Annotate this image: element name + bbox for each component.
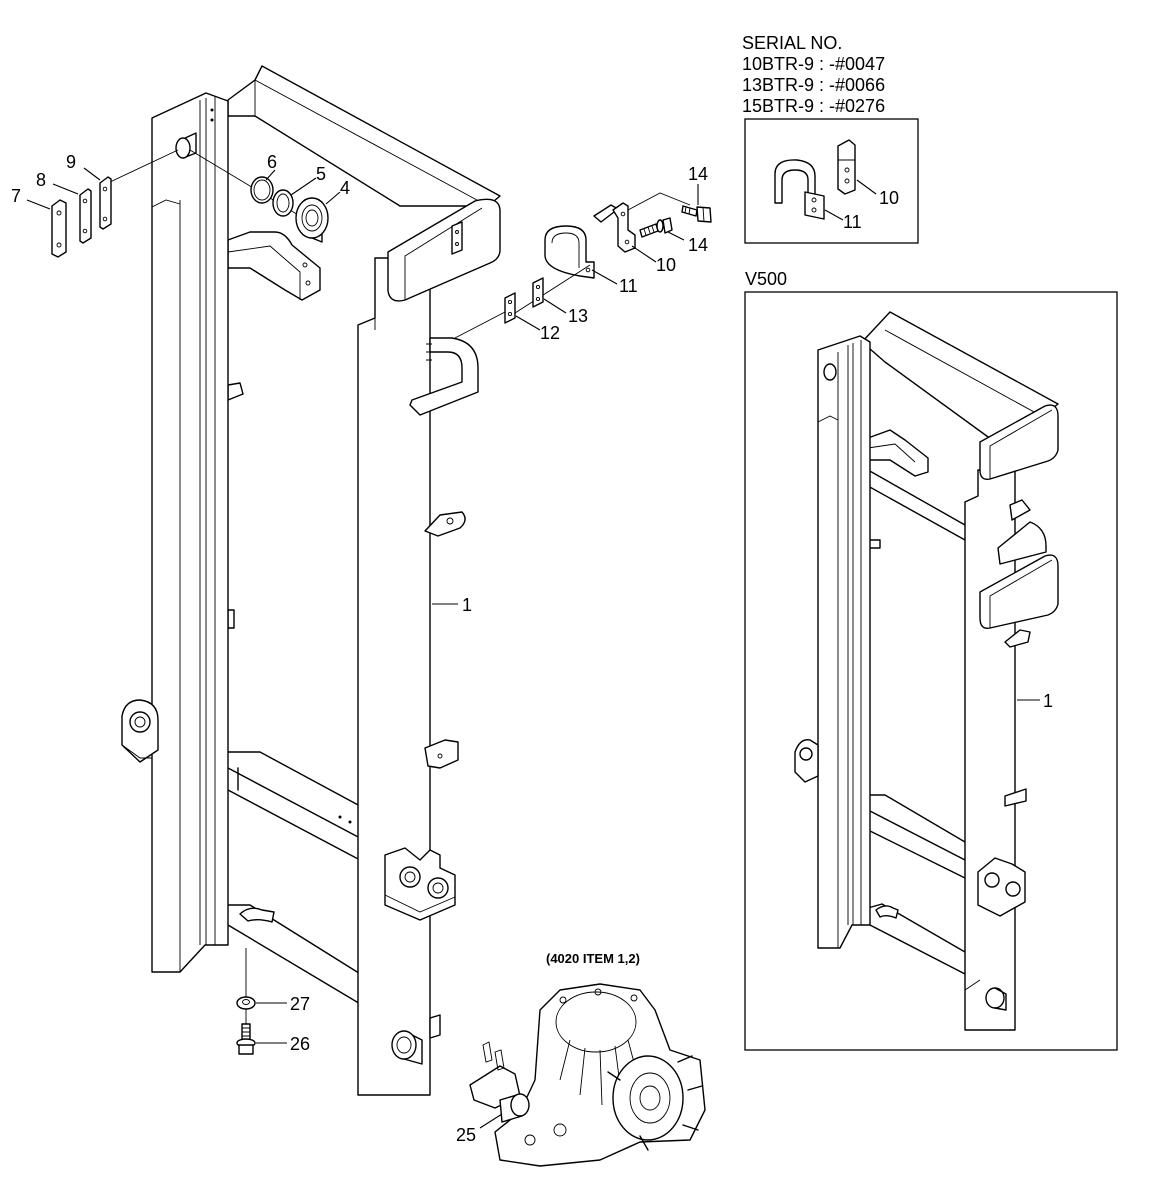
mast-inner-frames [227, 231, 363, 1006]
mast-left-upright [151, 92, 229, 973]
part-plate-7 [51, 199, 67, 258]
callout-11: 11 [619, 276, 638, 296]
main-mast-assembly [121, 65, 501, 1096]
mast-right-upright [357, 257, 431, 1096]
callout-27: 27 [290, 994, 310, 1014]
mast-plate-lower [424, 739, 459, 769]
callout-5: 5 [316, 164, 326, 184]
part-bushing-25 [499, 1093, 530, 1123]
callout-4: 4 [340, 178, 350, 198]
callout-26: 26 [290, 1034, 310, 1054]
serial-block: SERIAL NO. 10BTR-9 : -#0047 13BTR-9 : -#… [742, 33, 885, 116]
part-clamp [544, 225, 595, 279]
v500-inner-structure [867, 429, 966, 975]
part-bearing [295, 197, 329, 243]
mast-top-pad [387, 198, 501, 302]
mast-side-bracket [409, 337, 479, 416]
serial-title: SERIAL NO. [742, 33, 842, 53]
part-bolt-lower [639, 217, 673, 238]
part-plate-8 [79, 188, 92, 244]
v500-panel: V500 [744, 269, 1118, 1051]
mast-plate-upper [424, 511, 466, 537]
serial-line-3: 15BTR-9 : -#0276 [742, 96, 885, 116]
part-plate-12 [504, 292, 516, 324]
v500-label: V500 [745, 269, 787, 289]
part-bracket [612, 202, 636, 253]
reference-note: (4020 ITEM 1,2) [546, 951, 640, 966]
callout-25: 25 [456, 1125, 476, 1145]
part-bolt-26 [236, 1023, 256, 1055]
v500-left-upright [794, 335, 871, 949]
serial-inset-box: 10 11 [744, 118, 919, 244]
serial-line-1: 10BTR-9 : -#0047 [742, 54, 885, 74]
callout-10: 10 [656, 255, 676, 275]
part-plate-9 [99, 176, 112, 230]
v500-frame [744, 291, 1118, 1051]
part-washer-27 [236, 996, 256, 1010]
callout-14-upper: 14 [688, 164, 708, 184]
callout-12: 12 [540, 323, 560, 343]
axle-hub-assembly [494, 983, 706, 1167]
callout-14-lower: 14 [688, 235, 708, 255]
loose-parts [51, 149, 712, 1167]
callout-1: 1 [462, 595, 472, 615]
part-bolt-upper [681, 205, 712, 223]
callout-leaders [26, 167, 699, 1129]
callout-8: 8 [36, 170, 46, 190]
inset-callout-11: 11 [843, 212, 862, 232]
part-ring [250, 176, 274, 204]
callout-numbers: 9 8 7 6 5 4 14 14 10 11 13 12 1 27 26 25… [11, 152, 708, 1145]
mast-left-lug [121, 699, 159, 763]
callout-6: 6 [267, 152, 277, 172]
inset-clamp [774, 159, 825, 220]
part-plate-13 [532, 277, 544, 308]
part-washer [272, 189, 294, 217]
callout-13: 13 [568, 306, 588, 326]
callout-7: 7 [11, 186, 21, 206]
inset-frame [744, 118, 919, 244]
v500-callout-1: 1 [1043, 691, 1053, 711]
v500-right-upright [964, 404, 1059, 1031]
inset-callout-10: 10 [879, 188, 899, 208]
mast-roller-bracket [384, 847, 456, 921]
serial-line-2: 13BTR-9 : -#0066 [742, 75, 885, 95]
inset-bracket [837, 139, 856, 195]
callout-9: 9 [66, 152, 76, 172]
mast-bottom-bushing [391, 1014, 441, 1065]
